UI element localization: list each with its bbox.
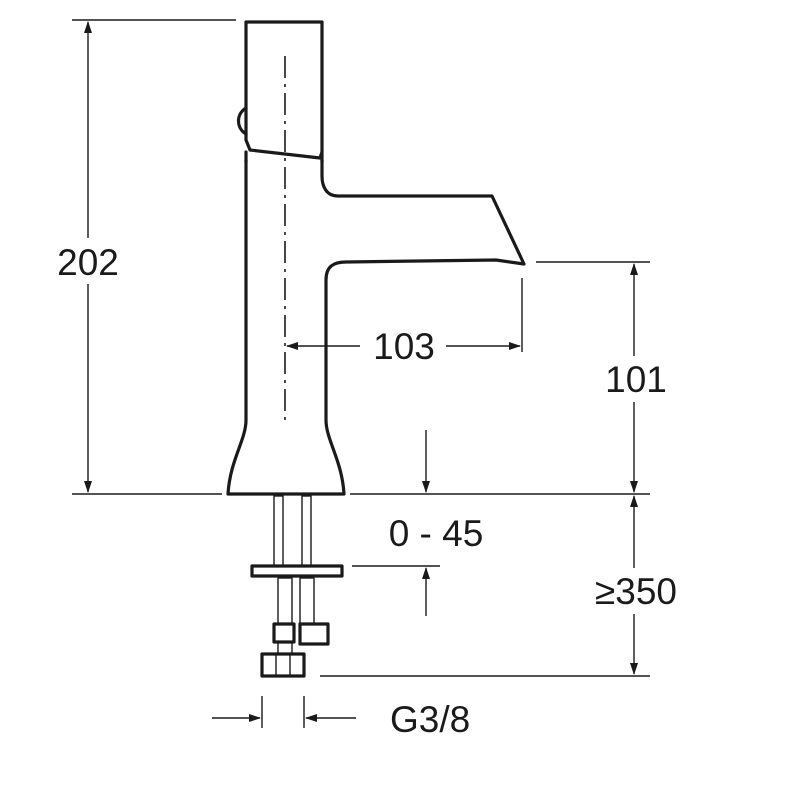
extension-lines bbox=[72, 19, 650, 728]
dim-label-spout-height: 101 bbox=[605, 359, 667, 400]
shank-right bbox=[301, 495, 312, 567]
dim-label-deck-thickness: 0 - 45 bbox=[389, 513, 484, 554]
dim-thread: G3/8 bbox=[212, 699, 470, 740]
hose-fitting-right bbox=[298, 622, 330, 646]
hose-fitting-left bbox=[272, 622, 296, 644]
faucet-body bbox=[226, 20, 526, 496]
dim-hose-length: ≥350 bbox=[590, 495, 686, 675]
faucet-column-and-spout bbox=[226, 158, 526, 496]
dim-spout-height: 101 bbox=[600, 263, 672, 493]
dim-spout-reach: 103 bbox=[286, 326, 521, 367]
dim-label-hose-length: ≥350 bbox=[595, 571, 677, 612]
dim-label-thread: G3/8 bbox=[390, 699, 470, 740]
handle-seam bbox=[251, 149, 319, 158]
hose-tail-left bbox=[277, 641, 293, 655]
shank-left bbox=[273, 495, 284, 567]
dim-label-spout-reach: 103 bbox=[373, 326, 435, 367]
faucet-handle bbox=[244, 20, 324, 160]
hose-right bbox=[299, 577, 315, 625]
mounting-assembly bbox=[250, 495, 344, 678]
column-top-joint bbox=[244, 150, 324, 164]
dim-label-total-height: 202 bbox=[57, 242, 119, 283]
dim-deck-thickness: 0 - 45 bbox=[389, 430, 484, 616]
mounting-plate bbox=[250, 564, 344, 578]
handle-knob bbox=[236, 106, 248, 136]
dim-total-height: 202 bbox=[48, 21, 128, 493]
hose-left bbox=[277, 577, 293, 625]
hex-nut bbox=[260, 652, 306, 678]
